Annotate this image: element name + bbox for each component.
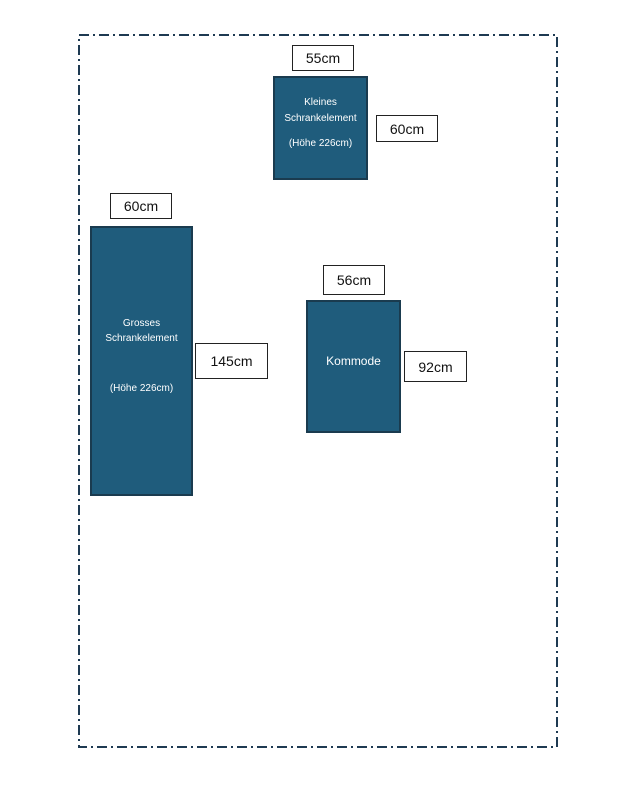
dresser-name: Kommode [326, 354, 381, 368]
large-cabinet-name-line1: Grosses [122, 318, 161, 329]
large-cabinet-depth-label: 145cm [195, 343, 268, 379]
large-cabinet-name-line2: Schrankelement [105, 333, 178, 344]
room-border [78, 34, 558, 748]
room-outline [78, 34, 558, 748]
large-cabinet: Grosses Schrankelement (Höhe 226cm) [90, 226, 193, 496]
small-cabinet-name-line1: Kleines [304, 97, 337, 108]
dresser-depth-label: 92cm [404, 351, 467, 382]
large-cabinet-height-note: (Höhe 226cm) [109, 383, 174, 394]
small-cabinet-name-line2: Schrankelement [284, 113, 357, 124]
dresser: Kommode [306, 300, 401, 433]
dresser-width-label: 56cm [323, 265, 385, 295]
small-cabinet-width-label: 55cm [292, 45, 354, 71]
small-cabinet-height-note: (Höhe 226cm) [288, 138, 353, 149]
large-cabinet-width-label: 60cm [110, 193, 172, 219]
small-cabinet-depth-label: 60cm [376, 115, 438, 142]
small-cabinet: Kleines Schrankelement (Höhe 226cm) [273, 76, 368, 180]
